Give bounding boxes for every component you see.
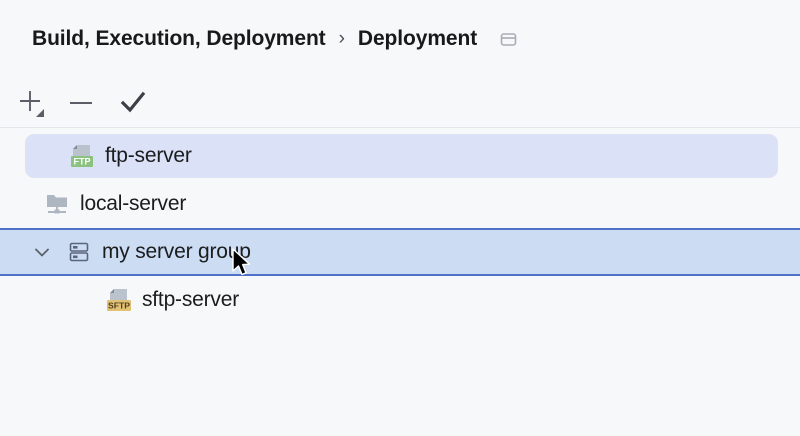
list-toolbar (0, 78, 800, 128)
minus-icon (70, 102, 92, 104)
dropdown-triangle-icon (36, 109, 44, 117)
breadcrumb-header: Build, Execution, Deployment › Deploymen… (0, 0, 800, 78)
check-icon (120, 91, 146, 113)
apply-button[interactable] (112, 84, 154, 122)
remove-button[interactable] (60, 84, 102, 122)
breadcrumb-item-deployment[interactable]: Deployment (357, 27, 478, 50)
list-item-label: ftp-server (105, 144, 192, 167)
breadcrumb-item-build-execution-deployment[interactable]: Build, Execution, Deployment (32, 27, 326, 50)
add-button[interactable] (10, 84, 52, 122)
svg-text:SFTP: SFTP (108, 301, 130, 311)
deployment-server-list: FTP ftp-server local-server (0, 132, 800, 324)
svg-text:FTP: FTP (74, 157, 91, 167)
panel-window-icon[interactable] (499, 30, 518, 49)
local-server-folder-icon (43, 190, 71, 218)
list-item-local-server[interactable]: local-server (0, 180, 800, 228)
list-item-label: sftp-server (142, 288, 239, 311)
list-item-sftp-server[interactable]: SFTP sftp-server (0, 276, 800, 324)
list-item-label: my server group (102, 240, 251, 263)
list-item-my-server-group[interactable]: my server group (0, 228, 800, 276)
list-item-label: local-server (80, 192, 187, 215)
server-group-icon (65, 238, 93, 266)
sftp-server-icon: SFTP (105, 286, 133, 314)
chevron-down-icon[interactable] (28, 238, 56, 266)
breadcrumb-separator-icon: › (338, 28, 345, 49)
toolbar-separator (0, 127, 800, 128)
ftp-server-icon: FTP (68, 142, 96, 170)
list-item-ftp-server[interactable]: FTP ftp-server (0, 132, 800, 180)
plus-icon (20, 91, 40, 111)
